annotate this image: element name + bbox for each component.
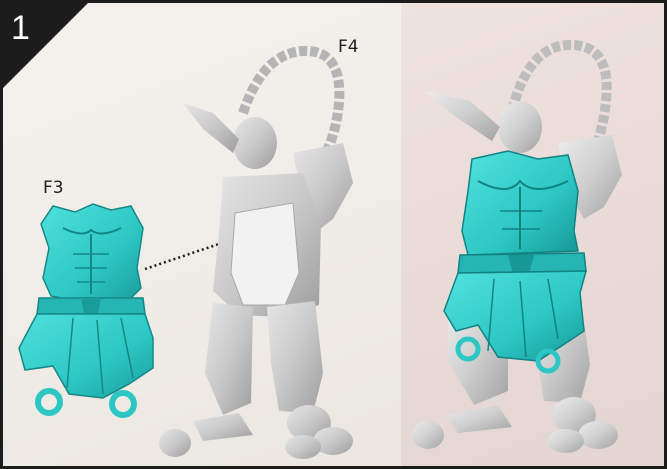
figure-assembled: [408, 31, 658, 469]
part-label-f4: F4: [338, 39, 359, 56]
part-label-f3: F3: [43, 180, 64, 197]
figure-f4-body: [143, 43, 383, 463]
step-number: 1: [11, 11, 30, 45]
